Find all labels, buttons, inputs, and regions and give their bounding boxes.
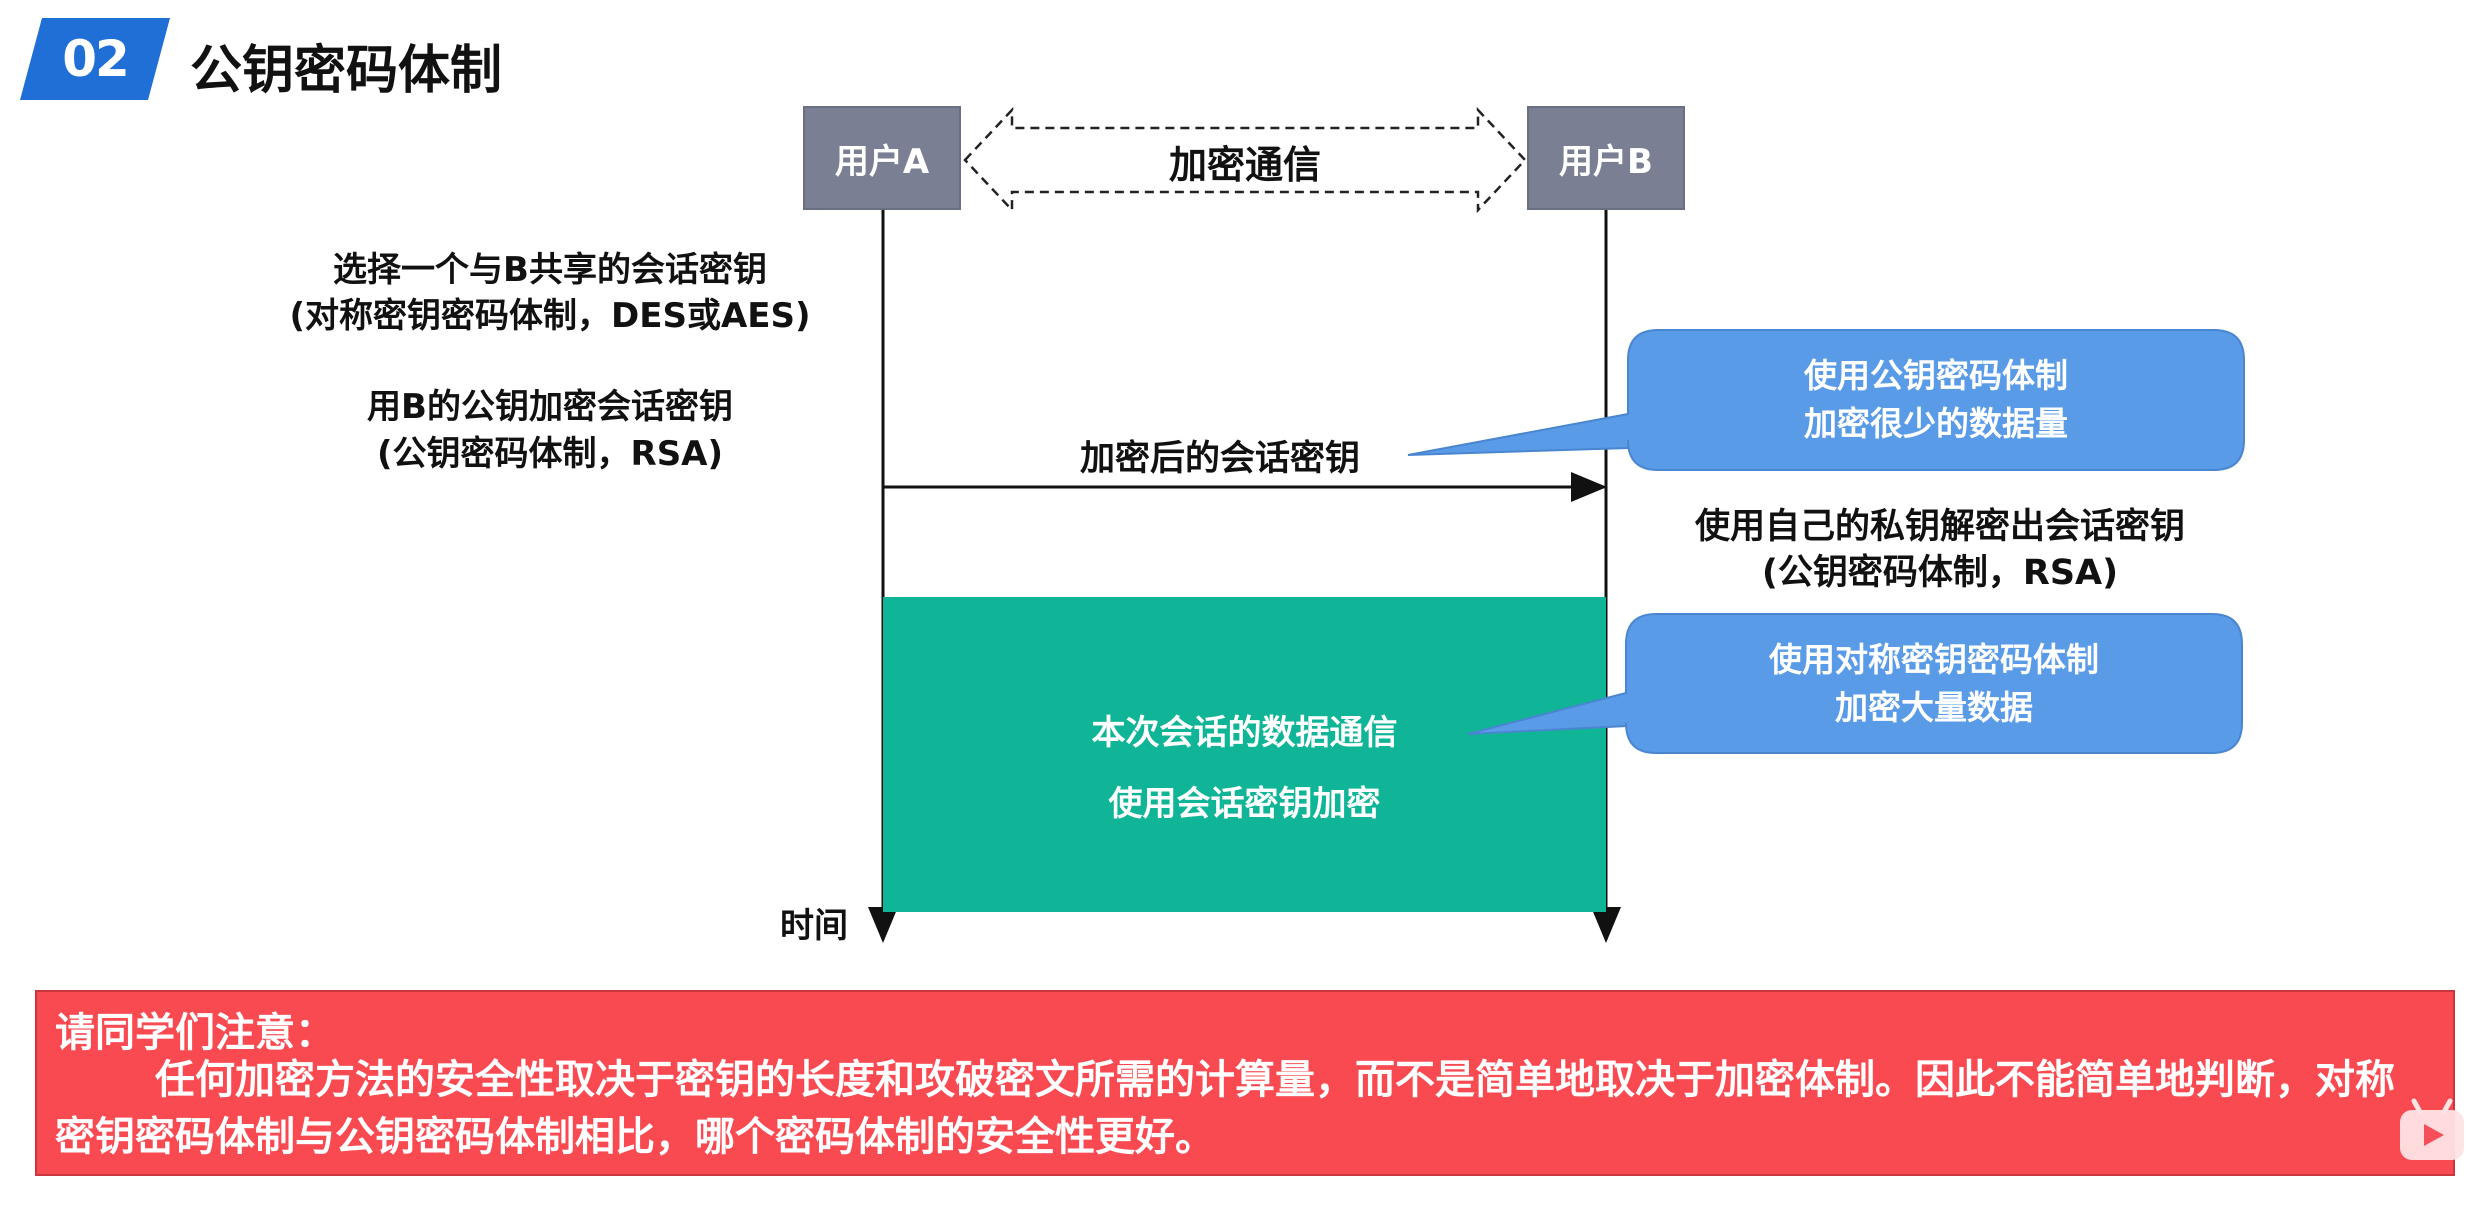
user-b-box: 用户B: [1527, 106, 1685, 210]
callout-symmetric-line1: 使用对称密钥密码体制: [1769, 640, 2099, 679]
section-badge: 02: [20, 18, 170, 100]
video-player-tv-icon[interactable]: [2398, 1098, 2466, 1162]
time-axis-label: 时间: [780, 906, 848, 946]
step-a1-line1: 选择一个与B共享的会话密钥: [333, 250, 767, 290]
session-key-arrow-label: 加密后的会话密钥: [1080, 439, 1361, 479]
encrypted-channel-label: 加密通信: [1168, 143, 1321, 187]
encrypted-channel-double-arrow: [963, 106, 1527, 214]
callout-symmetric-key-shape: [1467, 613, 2243, 754]
section-number: 02: [62, 30, 130, 88]
user-b-label: 用户B: [1559, 141, 1653, 182]
callout-public-key-shape: [1407, 329, 2245, 471]
session-data-box: [883, 597, 1606, 912]
badge-parallelogram: [20, 18, 170, 100]
notice-body: 任何加密方法的安全性取决于密钥的长度和攻破密文所需的计算量，而不是简单地取决于加…: [55, 1057, 2395, 1160]
step-b1-line1: 使用自己的私钥解密出会话密钥: [1694, 507, 2185, 547]
page-title: 公钥密码体制: [190, 41, 503, 101]
callout-symmetric-key: 使用对称密钥密码体制 加密大量数据: [1626, 636, 2242, 732]
callout-symmetric-line2: 加密大量数据: [1835, 688, 2033, 727]
callout-public-line2: 加密很少的数据量: [1804, 404, 2068, 443]
notice-box: 请同学们注意： 任何加密方法的安全性取决于密钥的长度和攻破密文所需的计算量，而不…: [35, 990, 2455, 1176]
callout-public-line1: 使用公钥密码体制: [1804, 356, 2068, 395]
step-b1-line2: (公钥密码体制，RSA): [1761, 553, 2119, 593]
session-line1: 本次会话的数据通信: [1091, 713, 1398, 753]
user-a-box: 用户A: [803, 106, 961, 210]
session-line2: 使用会话密钥加密: [1108, 784, 1381, 824]
callout-public-key: 使用公钥密码体制 加密很少的数据量: [1628, 352, 2244, 448]
user-a-label: 用户A: [834, 141, 930, 182]
step-a2-line1: 用B的公钥加密会话密钥: [367, 387, 733, 427]
notice-title: 请同学们注意：: [55, 1010, 335, 1056]
step-a1-line2: (对称密钥密码体制，DES或AES): [289, 296, 811, 336]
step-a2-line2: (公钥密码体制，RSA): [376, 434, 724, 474]
